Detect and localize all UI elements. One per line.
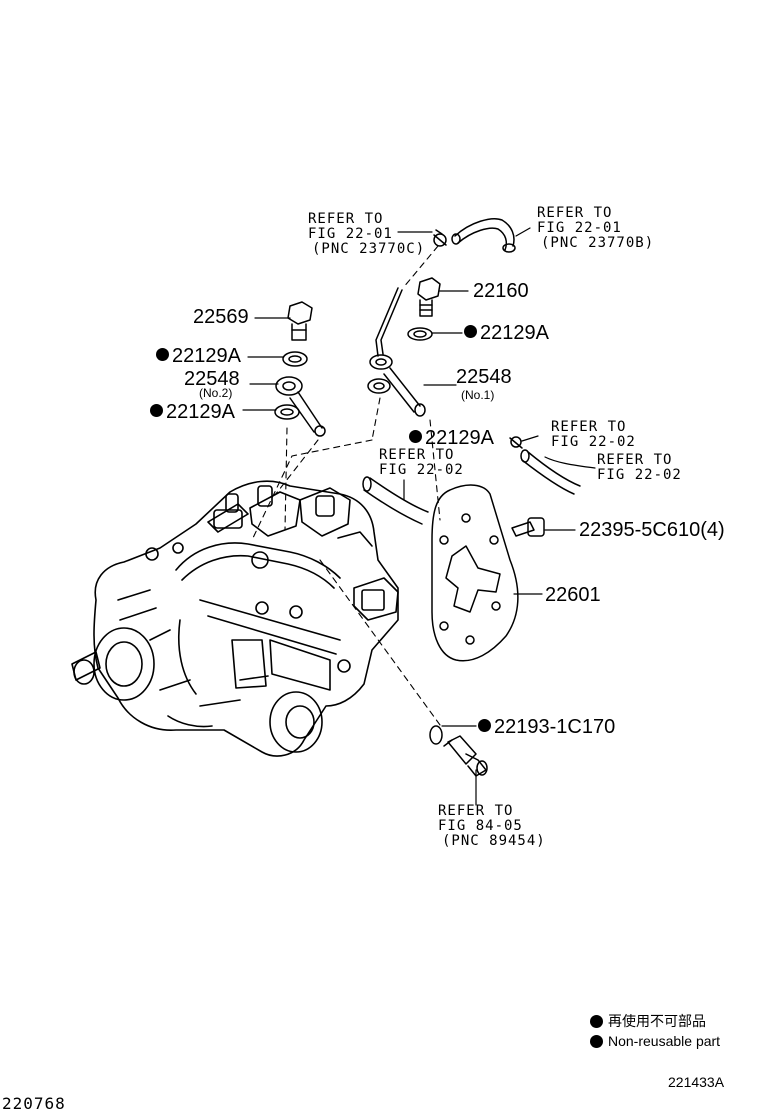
washer-22129A-right <box>407 327 433 341</box>
refer-fig-line: FIG 22-02 <box>379 462 464 478</box>
part-number-text: 22129A <box>166 401 235 423</box>
refer-callout-center[interactable]: REFER TO FIG 22-02 <box>379 448 464 478</box>
part-label-22395[interactable]: 22395-5C610(4) <box>579 519 725 541</box>
refer-pnc-line: (PNC 23770C) <box>312 241 426 257</box>
part-label-22129a-center[interactable]: 22129A <box>409 427 494 449</box>
part-label-22193[interactable]: 22193-1C170 <box>478 716 615 738</box>
part-number-text: 22129A <box>425 427 494 449</box>
bolt-22395 <box>511 517 545 537</box>
o-ring-22193 <box>429 725 443 745</box>
refer-callout-left-top[interactable]: REFER TO FIG 22-01 (PNC 23770C) <box>308 212 425 257</box>
non-reusable-marker-icon <box>590 1034 603 1048</box>
clip-23770C <box>433 229 447 247</box>
pipe-22548-no1 <box>369 287 426 417</box>
washer-22129A-left-bottom <box>274 404 300 420</box>
sensor-89454 <box>443 735 488 777</box>
gasket-22601 <box>431 484 519 662</box>
refer-fig-line: FIG 22-02 <box>551 434 636 450</box>
part-label-22569[interactable]: 22569 <box>193 306 249 328</box>
refer-callout-bottom[interactable]: REFER TO FIG 84-05 (PNC 89454) <box>438 804 546 849</box>
non-reusable-marker-icon <box>409 430 422 444</box>
leader-lines <box>242 227 596 806</box>
refer-line: REFER TO <box>308 211 384 227</box>
hose-23770B <box>451 218 516 253</box>
part-number-text: 22129A <box>172 345 241 367</box>
part-number-text: 22129A <box>480 322 549 344</box>
refer-fig-line: FIG 22-01 <box>308 226 393 242</box>
refer-line: REFER TO <box>597 452 673 468</box>
part-label-22160[interactable]: 22160 <box>473 280 529 302</box>
part-22160-bolt <box>417 277 441 317</box>
washer-22129A-center <box>367 378 391 394</box>
pipe-22548-no2 <box>275 376 326 437</box>
part-label-22129a-left-top[interactable]: 22129A <box>156 345 241 367</box>
non-reusable-marker-icon <box>478 719 491 733</box>
refer-callout-mid-right[interactable]: REFER TO FIG 22-02 <box>551 420 636 450</box>
legend: 再使用不可部品 Non-reusable part <box>590 1011 720 1051</box>
refer-pnc-line: (PNC 23770B) <box>541 235 655 251</box>
refer-fig-line: FIG 22-01 <box>537 220 622 236</box>
illustration-code-right: 221433A <box>668 1074 725 1090</box>
part-label-22129a-left-bottom[interactable]: 22129A <box>150 401 235 423</box>
refer-pnc-line: (PNC 89454) <box>442 833 546 849</box>
legend-text: 再使用不可部品 <box>608 1013 706 1029</box>
part-label-22601[interactable]: 22601 <box>545 584 601 606</box>
part-label-22548-no2-sub: (No.2) <box>199 386 233 400</box>
non-reusable-marker-icon <box>156 348 169 362</box>
clip-hose-right <box>509 436 581 495</box>
part-label-22129a-right[interactable]: 22129A <box>464 322 549 344</box>
refer-callout-far-right[interactable]: REFER TO FIG 22-02 <box>597 453 682 483</box>
part-22569-bolt <box>287 301 313 341</box>
part-label-22548-no1[interactable]: 22548 <box>456 366 512 388</box>
part-label-22548-no1-sub: (No.1) <box>461 388 495 402</box>
legend-item-jp: 再使用不可部品 <box>590 1011 720 1031</box>
non-reusable-marker-icon <box>590 1014 603 1028</box>
illustration-code-left: 220768 <box>2 1094 66 1112</box>
refer-line: REFER TO <box>551 419 627 435</box>
injection-pump-body <box>71 480 399 757</box>
refer-line: REFER TO <box>379 447 455 463</box>
dashed-assembly-lines <box>251 245 441 726</box>
refer-fig-line: FIG 22-02 <box>597 467 682 483</box>
non-reusable-marker-icon <box>464 325 477 339</box>
washer-22129A-left-top <box>282 351 308 367</box>
refer-line: REFER TO <box>438 803 514 819</box>
part-label-22548-no2[interactable]: 22548 <box>184 368 240 390</box>
refer-fig-line: FIG 84-05 <box>438 818 523 834</box>
legend-item-en: Non-reusable part <box>590 1031 720 1051</box>
non-reusable-marker-icon <box>150 404 163 418</box>
part-number-text: 22193-1C170 <box>494 716 616 738</box>
refer-callout-right-top[interactable]: REFER TO FIG 22-01 (PNC 23770B) <box>537 206 654 251</box>
hose-center <box>362 476 429 525</box>
legend-text: Non-reusable part <box>608 1033 721 1049</box>
refer-line: REFER TO <box>537 205 613 221</box>
